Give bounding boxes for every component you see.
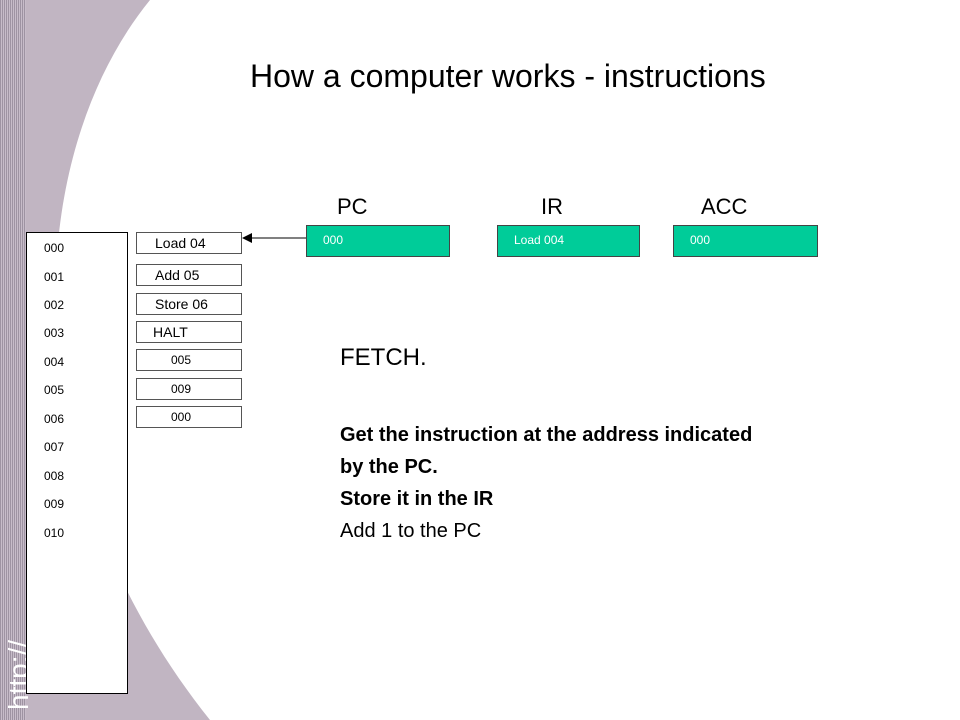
memory-address: 001 xyxy=(44,270,65,284)
memory-address: 009 xyxy=(44,497,65,511)
pc-pointer-arrow xyxy=(242,233,308,243)
memory-cell: 000 xyxy=(136,406,242,428)
acc-label: ACC xyxy=(701,194,748,219)
memory-cell: Load 04 xyxy=(136,232,242,254)
ir-label: IR xyxy=(541,194,563,219)
memory-address: 004 xyxy=(44,355,65,369)
pc-register: 000 xyxy=(306,225,450,257)
step-text: Get the instruction at the address indic… xyxy=(340,424,753,446)
memory-cell: 005 xyxy=(136,349,242,371)
step-text: by the PC. xyxy=(340,456,438,478)
ir-register: Load 004 xyxy=(497,225,640,257)
slide-title: How a computer works - instructions xyxy=(250,58,766,94)
memory-address: 000 xyxy=(44,241,65,255)
memory-address: 003 xyxy=(44,326,65,340)
memory-cell: 009 xyxy=(136,378,242,400)
memory-address: 005 xyxy=(44,383,65,397)
memory-address: 007 xyxy=(44,440,65,454)
memory-cell: HALT xyxy=(136,321,242,343)
memory-address: 008 xyxy=(44,469,65,483)
fetch-heading: FETCH. xyxy=(340,344,427,371)
hatched-side-stripe xyxy=(0,0,26,720)
memory-cell: Add 05 xyxy=(136,264,242,286)
memory-address: 010 xyxy=(44,526,65,540)
step-text: Add 1 to the PC xyxy=(340,520,482,542)
acc-register: 000 xyxy=(673,225,818,257)
step-text: Store it in the IR xyxy=(340,488,494,510)
memory-address: 002 xyxy=(44,298,65,312)
memory-cell: Store 06 xyxy=(136,293,242,315)
memory-address-column: 000 001 002 003 004 005 006 007 008 009 … xyxy=(26,232,128,694)
pc-label: PC xyxy=(337,194,368,219)
memory-address: 006 xyxy=(44,412,65,426)
